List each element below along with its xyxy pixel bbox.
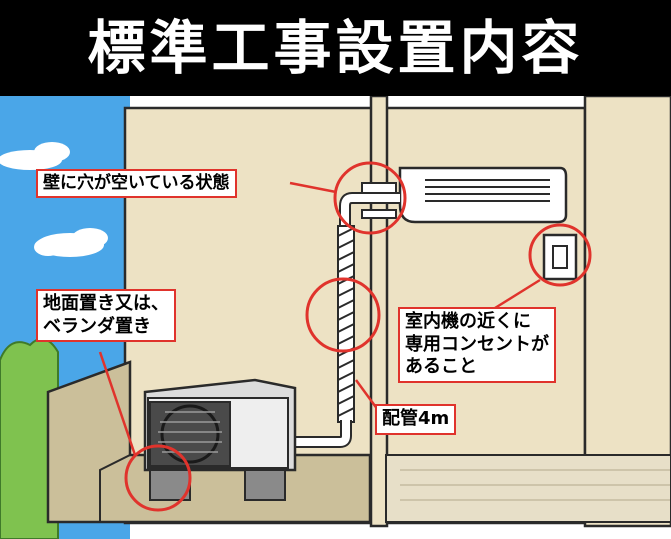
callout-outlet-line2: 専用コンセントが [405,333,549,355]
leader-lines [98,181,541,456]
indoor-floor [385,454,671,523]
indoor-unit [398,166,568,224]
wall-outlet [542,233,578,281]
callout-outlet-line3: あること [405,356,477,377]
bush [0,337,59,539]
pipe [288,192,400,448]
callout-outlet-line1: 室内機の近くに [405,311,531,332]
highlight-circles [124,161,592,512]
clouds [0,142,108,257]
callout-ground-line2: ベランダ置き [43,315,151,337]
callout-outlet: 室内機の近くに 専用コンセントが あること [398,307,556,383]
floor-lines [400,469,670,501]
title-bar: 標準工事設置内容 [0,0,671,96]
callout-pipe-text: 配管4m [382,408,450,429]
callout-wall-hole-text: 壁に穴が空いている状態 [43,173,230,193]
callout-pipe: 配管4m [375,404,457,435]
callout-ground: 地面置き又は、 ベランダ置き [36,289,176,342]
callout-wall-hole: 壁に穴が空いている状態 [36,169,237,199]
outdoor-unit [143,378,297,501]
balcony-edge [99,454,131,522]
callout-ground-line1: 地面置き又は、 [43,293,169,314]
page-title: 標準工事設置内容 [87,14,584,82]
